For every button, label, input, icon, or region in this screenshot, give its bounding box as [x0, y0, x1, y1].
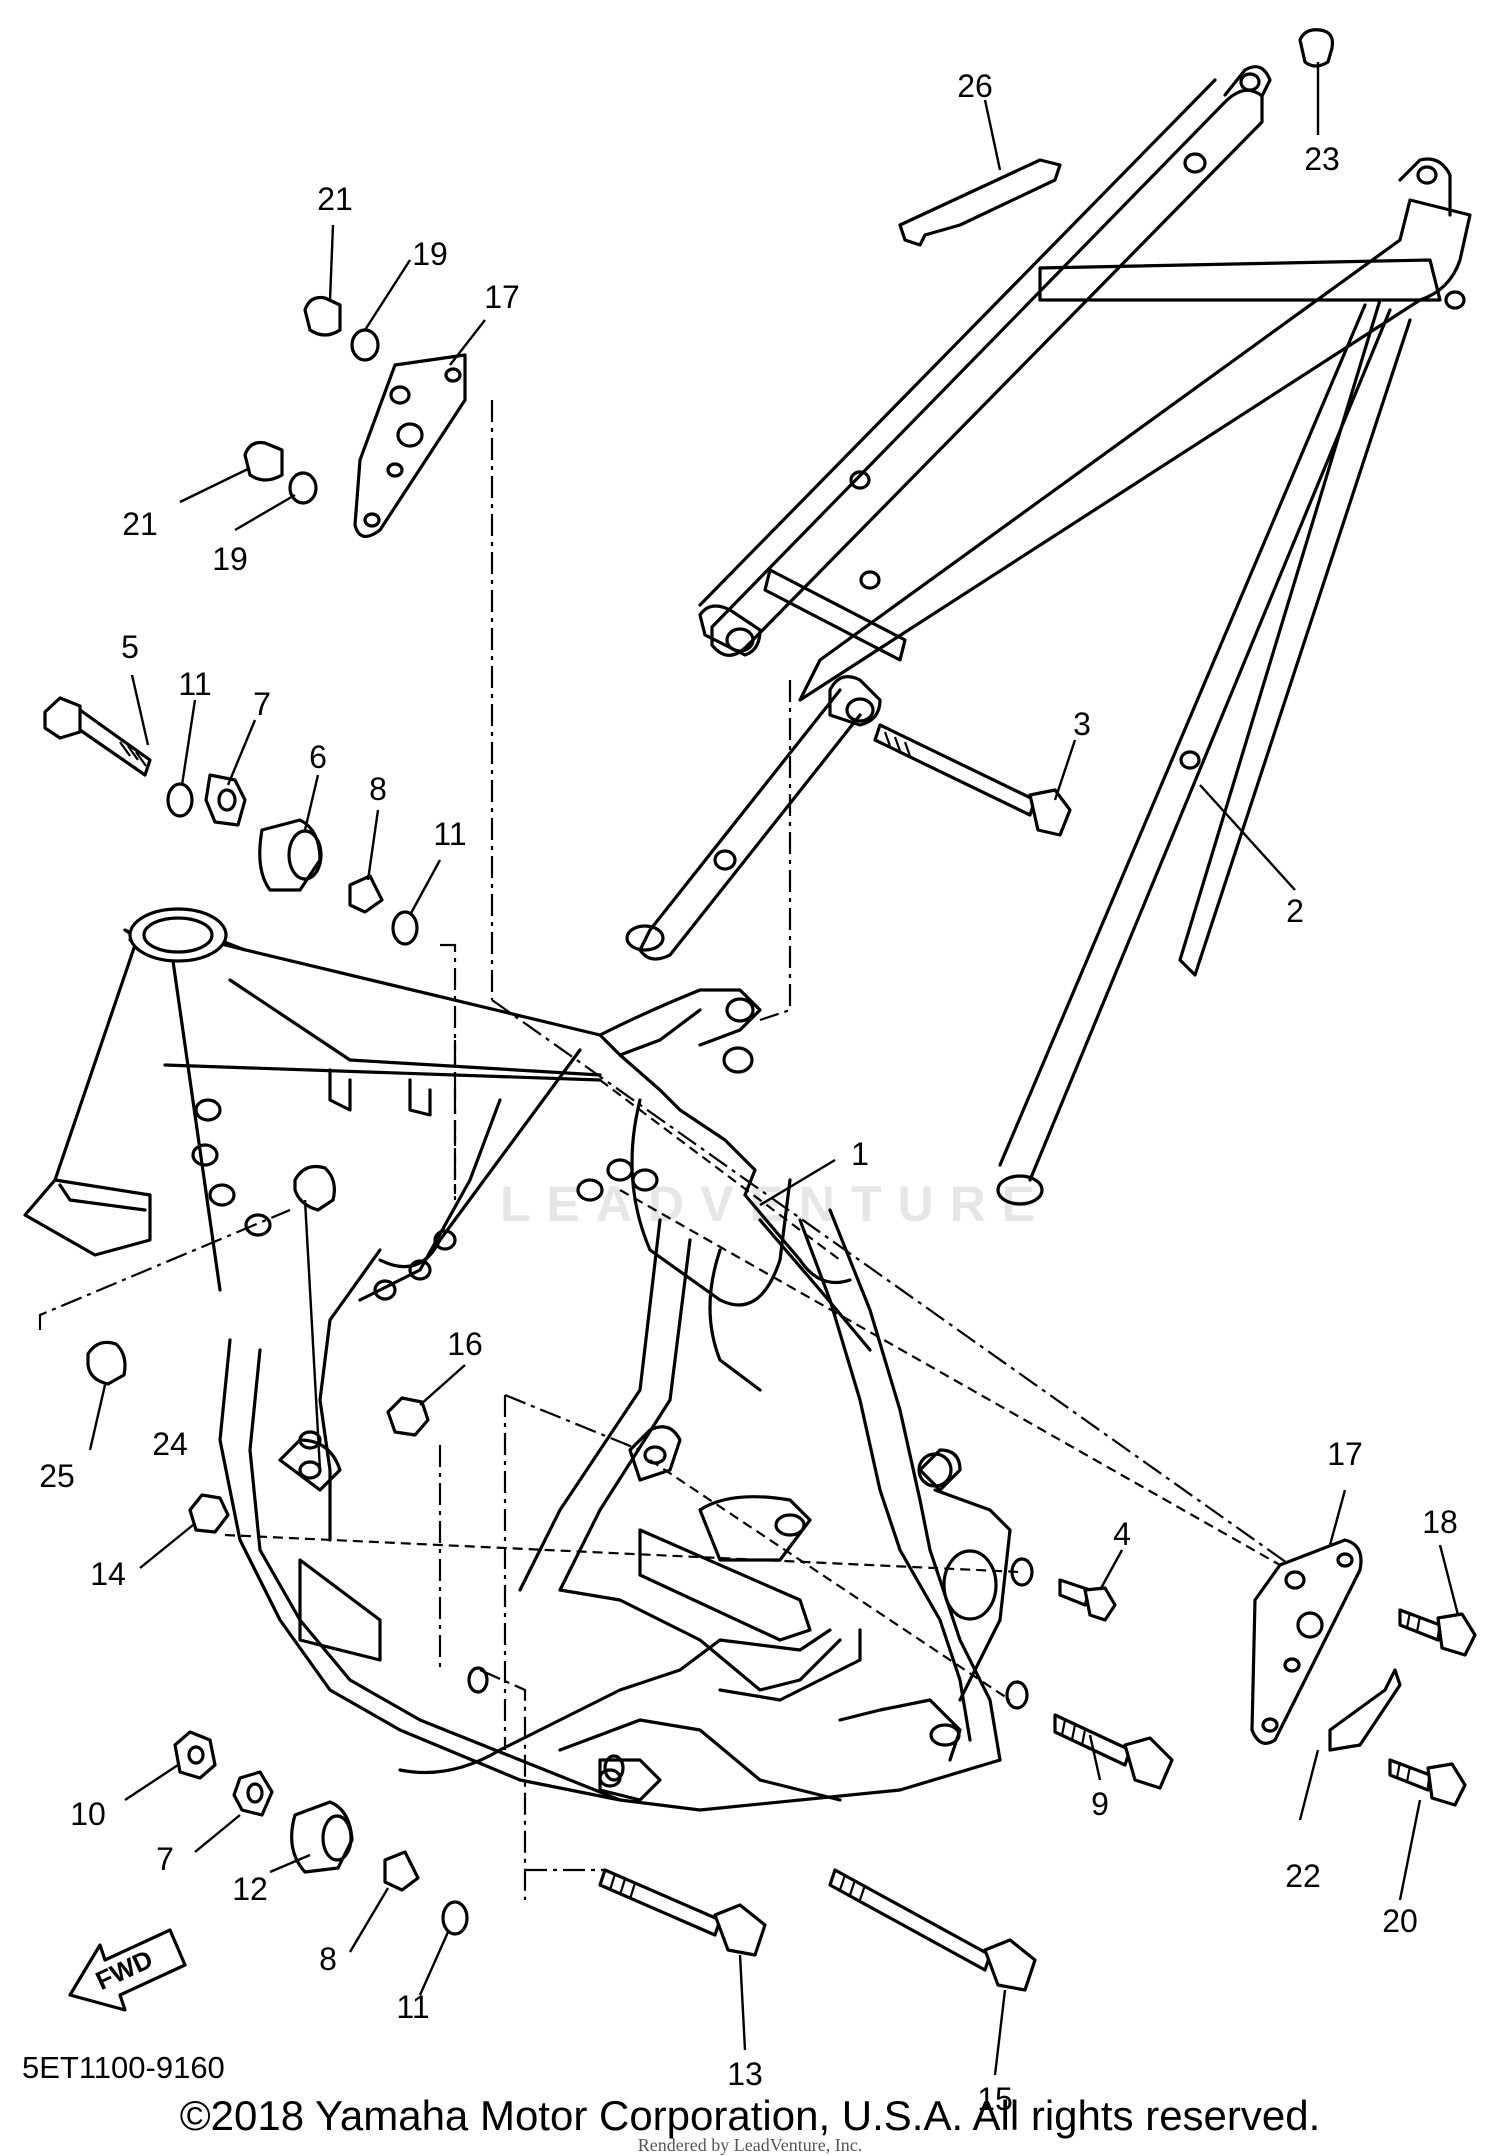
callout-5: 5 — [121, 629, 139, 665]
callout-labels: 1 2 3 4 5 6 7 7 8 8 9 10 11 11 11 12 13 … — [39, 68, 1458, 2117]
callout-10: 10 — [70, 1796, 106, 1832]
engine-mount-plate-upper — [353, 353, 467, 538]
callout-22: 22 — [1285, 1858, 1321, 1894]
callout-11-c: 11 — [396, 1989, 429, 2025]
callout-18: 18 — [1422, 1504, 1458, 1540]
callout-26: 26 — [957, 68, 993, 104]
nuts-16-14 — [188, 1396, 430, 1534]
callout-7-lower: 7 — [156, 1841, 174, 1877]
callout-19-lower: 19 — [212, 541, 248, 577]
callout-19-upper: 19 — [412, 236, 448, 272]
reference-lines — [38, 400, 1291, 1900]
main-frame — [23, 907, 1012, 1812]
callout-3: 3 — [1073, 706, 1091, 742]
engine-mount-plate-lower — [1250, 1538, 1477, 1807]
callout-17-lower: 17 — [1327, 1436, 1363, 1472]
callout-23: 23 — [1304, 141, 1340, 177]
callout-6: 6 — [309, 739, 327, 775]
callout-4: 4 — [1113, 1516, 1131, 1552]
callout-17-upper: 17 — [484, 279, 520, 315]
fwd-arrow — [68, 1928, 187, 2012]
bolt-spacer-set-upper — [43, 696, 419, 946]
callout-20: 20 — [1382, 1903, 1418, 1939]
callout-13: 13 — [727, 2056, 763, 2092]
callout-21-upper: 21 — [317, 181, 353, 217]
bolt-9 — [1005, 1680, 1174, 1790]
callout-leaders — [88, 62, 1460, 2076]
rear-subframe — [625, 65, 1472, 1206]
callout-15: 15 — [977, 2081, 1013, 2117]
diagram-code: 5ET1100-9160 — [22, 2050, 225, 2085]
rendered-by-note: Rendered by LeadVenture, Inc. — [637, 2135, 863, 2155]
part-26-bracket — [898, 158, 1062, 247]
callout-21-lower: 21 — [122, 506, 158, 542]
copyright-notice: ©2018 Yamaha Motor Corporation, U.S.A. A… — [179, 2092, 1321, 2139]
caps — [86, 1164, 336, 1386]
bolt-spacer-set-lower — [173, 1730, 469, 1936]
callout-16: 16 — [447, 1326, 483, 1362]
callout-8-upper: 8 — [369, 771, 387, 807]
callout-14: 14 — [90, 1556, 126, 1592]
callout-1: 1 — [851, 1136, 869, 1172]
callout-2: 2 — [1286, 893, 1304, 929]
callout-8-lower: 8 — [319, 1941, 337, 1977]
bolts-13-15 — [467, 1666, 1037, 1992]
callout-25: 25 — [39, 1458, 75, 1494]
nuts-washers-upper — [243, 295, 380, 505]
callout-12: 12 — [232, 1871, 268, 1907]
bolt-3 — [873, 723, 1072, 837]
part-23-cap — [1298, 28, 1335, 68]
callout-24: 24 — [152, 1426, 188, 1462]
callout-7-upper: 7 — [253, 686, 271, 722]
callout-9: 9 — [1091, 1786, 1109, 1822]
callout-11-a: 11 — [178, 666, 211, 702]
callout-11-b: 11 — [433, 816, 466, 852]
